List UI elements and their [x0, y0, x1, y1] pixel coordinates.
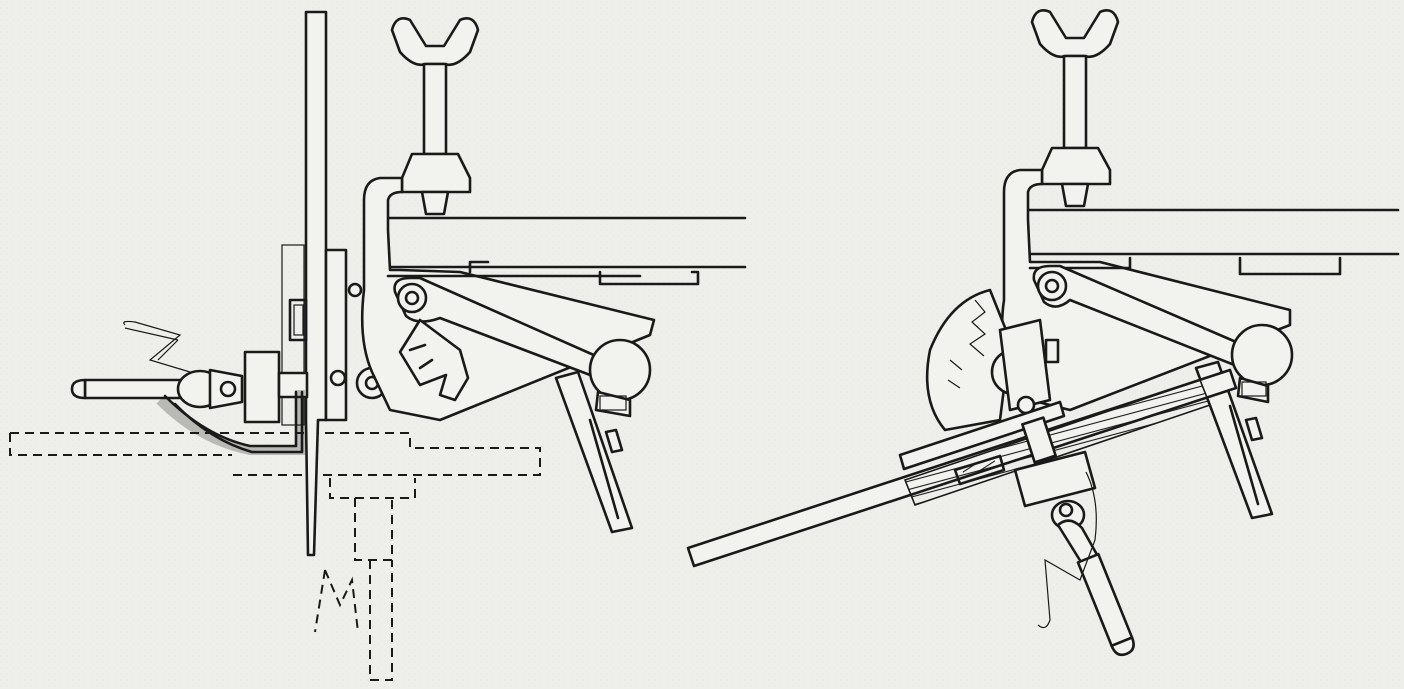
- left-bench-top: [386, 216, 747, 269]
- left-lever-arm: [393, 276, 607, 402]
- right-tightening-screw: [1013, 416, 1135, 657]
- right-spring-wire: [1037, 471, 1097, 629]
- right-bench-top: [1023, 208, 1400, 256]
- right-ball-knob: [1230, 323, 1294, 404]
- left-panel: [9, 10, 747, 681]
- left-saw-blade: [304, 10, 328, 557]
- left-ball-knob: [588, 338, 652, 418]
- left-wing-screw: [390, 17, 480, 216]
- right-jaw-block: [898, 378, 1212, 507]
- right-jaw-disk: [925, 288, 1060, 432]
- left-bench-dashed-outline: [9, 432, 541, 681]
- right-wing-screw: [1030, 9, 1120, 208]
- left-spring-wire: [123, 320, 191, 373]
- left-bent-clip: [156, 390, 305, 455]
- right-lower-slotted-arm: [1194, 360, 1274, 520]
- left-lower-slotted-arm: [554, 370, 634, 534]
- left-jaw-pad: [281, 244, 308, 426]
- right-panel: [686, 9, 1400, 657]
- left-tightening-screw: [70, 350, 309, 424]
